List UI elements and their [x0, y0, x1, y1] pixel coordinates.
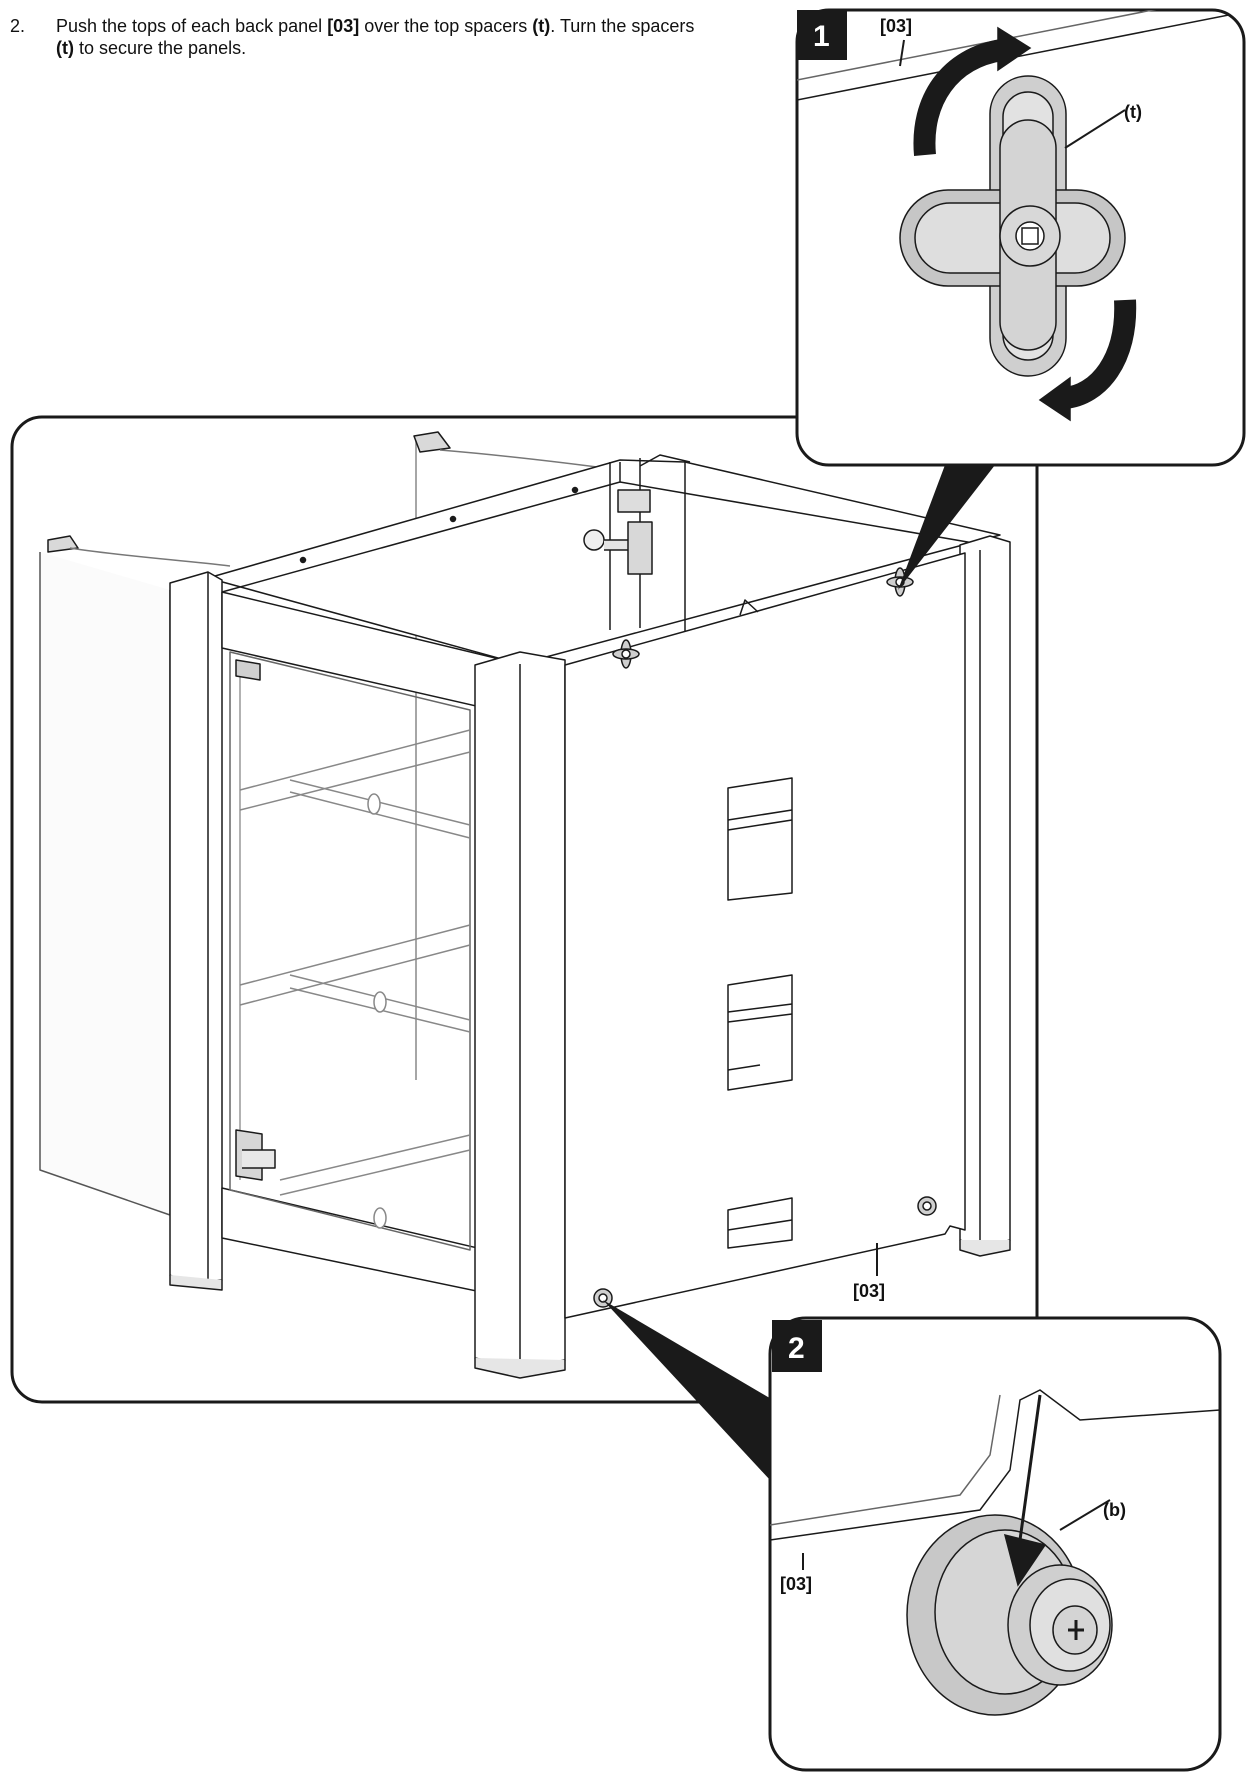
- rotate-arrow-top-head: [997, 26, 1032, 72]
- detail-2-number: 2: [788, 1332, 805, 1365]
- step-text-3: . Turn the spacers: [550, 16, 695, 36]
- bottom-spacer-right: [917, 1196, 937, 1216]
- label-d1-panel: [03]: [880, 16, 912, 36]
- step-description: Push the tops of each back panel [03] ov…: [56, 15, 696, 59]
- part-ref-spacer-2: (t): [56, 38, 74, 58]
- label-d2-part: (b): [1103, 1500, 1126, 1520]
- detail-1: 1 [03] (t): [795, 8, 1246, 590]
- label-d2-panel: [03]: [780, 1574, 812, 1594]
- insert-arrow: [1018, 1394, 1042, 1541]
- top-frame: [207, 454, 1001, 665]
- rotate-arrow-bottom-head: [1038, 376, 1071, 422]
- left-front-post: [169, 571, 223, 1291]
- label-main-panel: [03]: [853, 1281, 885, 1301]
- detail-1-pointer: [898, 465, 995, 590]
- detail-2-pointer: [603, 1300, 790, 1480]
- part-ref-panel: [03]: [327, 16, 360, 36]
- detail-1-badge: [797, 10, 847, 60]
- door-glass: [229, 651, 471, 1251]
- front-right-post: [474, 651, 566, 1379]
- label-d1-spacer: (t): [1124, 102, 1142, 122]
- rotate-arrow-bottom: [1063, 299, 1137, 409]
- insert-arrow-head: [1003, 1533, 1047, 1587]
- top-spacer-left: [612, 639, 640, 669]
- back-panel-03: [564, 552, 966, 1319]
- spacer-t: [899, 75, 1126, 377]
- main-view: [03]: [10, 415, 1039, 1404]
- step-text-1: Push the tops of each back panel: [56, 16, 328, 36]
- bottom-spacer-left: [593, 1288, 613, 1308]
- back-right-post: [583, 458, 686, 640]
- step-number: 2.: [10, 16, 26, 36]
- bolt-b: [906, 1514, 1113, 1716]
- detail-2-badge: [772, 1320, 822, 1372]
- shelf-rods: [239, 729, 471, 1229]
- step-text-2: over the top spacers: [359, 16, 533, 36]
- detail-2: 2 (b) [03]: [603, 1300, 1222, 1772]
- right-back-post: [959, 535, 1011, 1257]
- detail-1-number: 1: [813, 20, 830, 53]
- rotate-arrow-top: [913, 39, 1005, 156]
- step-text-4: to secure the panels.: [73, 38, 247, 58]
- part-ref-spacer: (t): [532, 16, 551, 36]
